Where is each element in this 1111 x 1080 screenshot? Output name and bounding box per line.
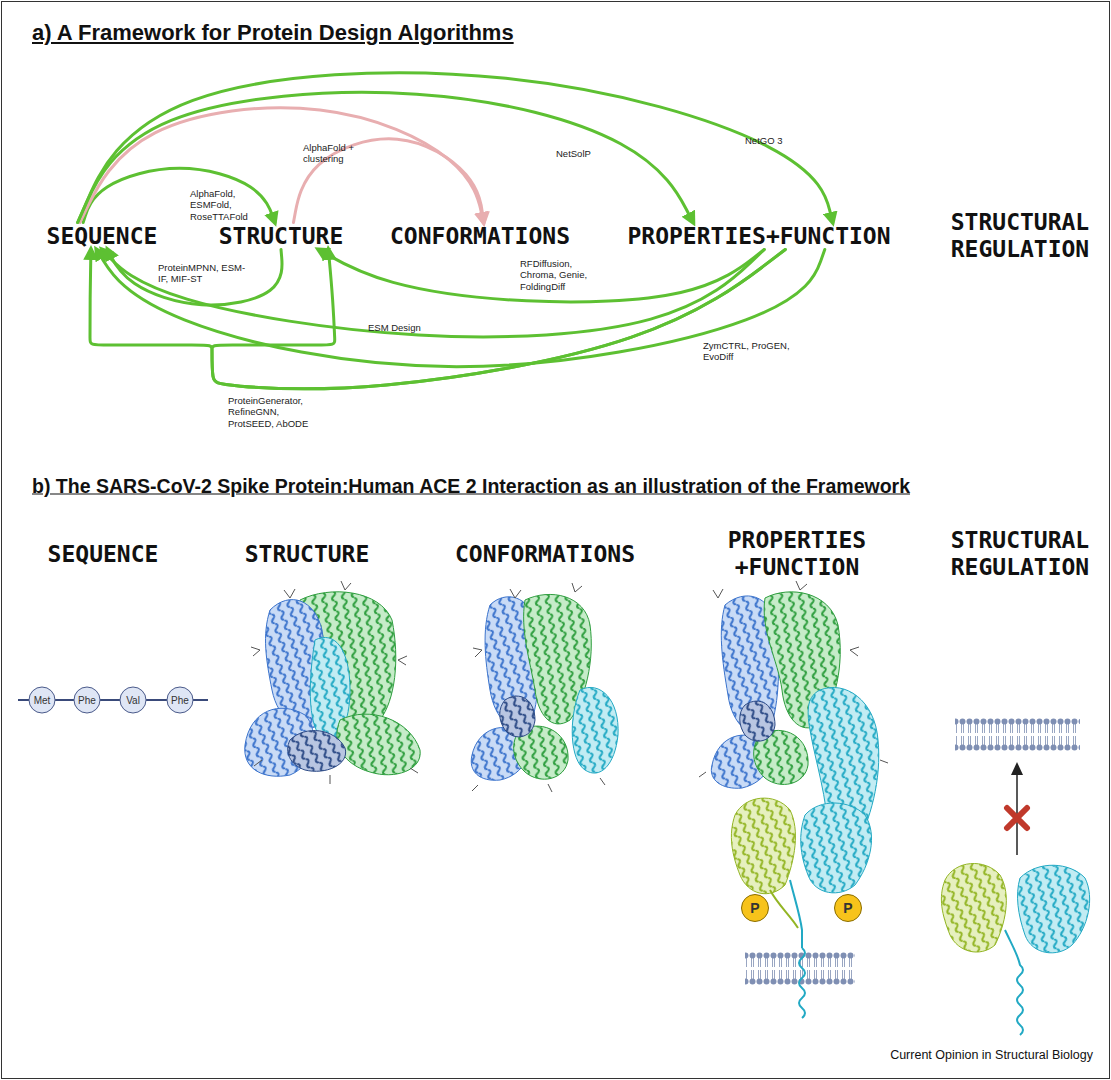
ace2-stalk bbox=[790, 880, 802, 948]
protomer-cyan bbox=[572, 687, 618, 773]
stage-node: PROPERTIES+FUNCTION bbox=[627, 223, 890, 250]
arrow-connector bbox=[293, 139, 483, 223]
lipid-membrane bbox=[955, 718, 1080, 751]
node-text: Met bbox=[34, 695, 51, 706]
glycan-sticks bbox=[699, 581, 888, 777]
journal-credit: Current Opinion in Structural Biology bbox=[890, 1048, 1093, 1062]
phosphate-circle: P bbox=[834, 894, 862, 922]
protomer-navy bbox=[740, 701, 775, 741]
protomer-green bbox=[337, 714, 420, 775]
arrow-connector bbox=[83, 168, 275, 222]
edge-label: ProteinMPNN, ESM-IF, MIF-ST bbox=[158, 262, 250, 285]
node-text: P bbox=[750, 900, 759, 916]
arrow-connector bbox=[80, 108, 484, 223]
node-text: STRUCTURAL REGULATION bbox=[935, 209, 1105, 263]
column-heading: STRUCTURAL REGULATION bbox=[935, 527, 1105, 581]
transmembrane-helix bbox=[1005, 930, 1023, 1035]
block-cross bbox=[1007, 808, 1027, 828]
node-text: PROPERTIES+FUNCTION bbox=[627, 223, 890, 250]
edge-label: RFDiffusion, Chroma, Genie, FoldingDiff bbox=[520, 258, 592, 292]
edge-label: AlphaFold + clustering bbox=[303, 142, 361, 165]
arrow-connector bbox=[212, 250, 785, 389]
phosphate-circle: P bbox=[741, 894, 769, 922]
edge-label: NetGO 3 bbox=[745, 135, 805, 146]
ace2-regulation bbox=[941, 718, 1089, 1035]
column-heading: PROPERTIES +FUNCTION bbox=[712, 527, 882, 581]
node-text: STRUCTURE bbox=[219, 223, 344, 250]
glycan-sticks bbox=[472, 583, 605, 792]
edge-label: ESM Design bbox=[368, 322, 448, 333]
node-text: SEQUENCE bbox=[47, 223, 158, 250]
residue-circle: Phe bbox=[167, 687, 194, 714]
spike-trimer bbox=[245, 581, 420, 784]
column-heading: SEQUENCE bbox=[48, 541, 159, 568]
ace2-monomer bbox=[941, 864, 1006, 953]
edge-label: NetSolP bbox=[556, 148, 616, 159]
glycan-sticks bbox=[251, 581, 418, 784]
stage-node: CONFORMATIONS bbox=[390, 223, 570, 250]
panel-heading: b) The SARS-CoV-2 Spike Protein:Human AC… bbox=[32, 475, 910, 498]
column-heading: STRUCTURE bbox=[245, 541, 370, 568]
stage-node: STRUCTURAL REGULATION bbox=[935, 209, 1105, 263]
ace2-monomer bbox=[1018, 865, 1090, 953]
arrow-connector bbox=[56, 699, 74, 701]
node-text: Val bbox=[126, 695, 140, 706]
residue-circle: Met bbox=[29, 687, 56, 714]
protomer-navy bbox=[500, 696, 535, 737]
edge-label: AlphaFold, ESMFold, RoseTTAFold bbox=[190, 188, 250, 222]
node-text: P bbox=[843, 900, 852, 916]
stage-node: SEQUENCE bbox=[47, 223, 158, 250]
panel-title: a) A Framework for Protein Design Algori… bbox=[32, 20, 514, 46]
residue-circle: Phe bbox=[74, 687, 101, 714]
spike-ace2-complex bbox=[699, 581, 888, 1018]
arrow-connector bbox=[101, 699, 120, 701]
node-text: CONFORMATIONS bbox=[390, 223, 570, 250]
protomer-navy bbox=[288, 731, 346, 772]
arrow-connector bbox=[96, 250, 824, 367]
column-heading: CONFORMATIONS bbox=[455, 541, 635, 568]
node-text: Phe bbox=[78, 695, 96, 706]
arrow-connector bbox=[78, 73, 833, 223]
transmembrane-helix bbox=[799, 948, 805, 1018]
arrow-connector bbox=[147, 699, 167, 701]
ace2-monomer bbox=[731, 798, 795, 894]
residue-circle: Val bbox=[120, 687, 147, 714]
edge-label: ProteinGenerator, RefineGNN, ProtSEED, A… bbox=[228, 395, 318, 429]
node-text: Phe bbox=[171, 695, 189, 706]
arrow-head bbox=[1011, 762, 1023, 775]
edge-label: ZymCTRL, ProGEN, EvoDiff bbox=[703, 340, 803, 363]
ace2-monomer bbox=[801, 803, 872, 893]
spike-open bbox=[471, 583, 618, 792]
arrow-connector bbox=[90, 250, 785, 389]
arrow-connector bbox=[318, 250, 764, 302]
stage-node: STRUCTURE bbox=[219, 223, 344, 250]
